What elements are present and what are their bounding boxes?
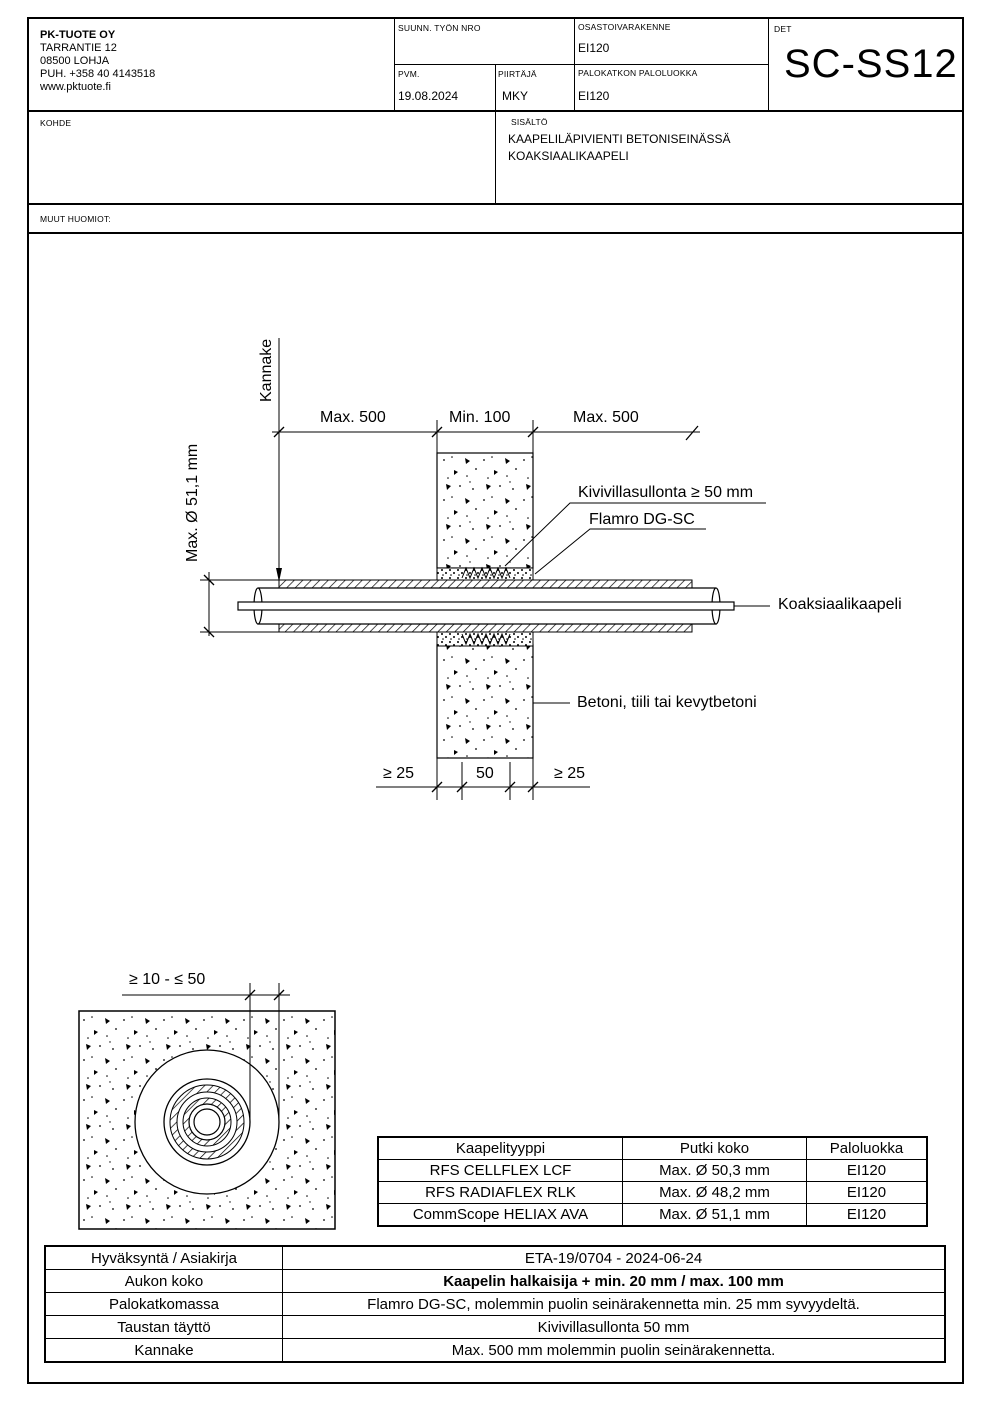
- company-city: 08500 LOHJA: [40, 55, 110, 67]
- info-table: Hyväksyntä / Asiakirja ETA-19/0704 - 202…: [44, 1245, 946, 1363]
- sleeve-bottom: [278, 623, 693, 633]
- table-row: Palokatkomassa Flamro DG-SC, molemmin pu…: [44, 1292, 946, 1316]
- sisalto-line1: KAAPELILÄPIVIENTI BETONISEINÄSSÄ: [508, 132, 731, 146]
- suunn-label: SUUNN. TYÖN NRO: [398, 23, 481, 33]
- table-row: CommScope HELIAX AVA Max. Ø 51,1 mm EI12…: [377, 1203, 928, 1227]
- company-address: TARRANTIE 12: [40, 42, 117, 54]
- table-cell: Kivivillasullonta 50 mm: [282, 1315, 946, 1339]
- flamro-label: Flamro DG-SC: [589, 511, 695, 528]
- table-row: Taustan täyttö Kivivillasullonta 50 mm: [44, 1315, 946, 1339]
- dim-ge25-right: ≥ 25: [554, 765, 586, 782]
- dim-max500-right: Max. 500: [573, 409, 639, 426]
- kohde-label: KOHDE: [40, 118, 72, 128]
- sisalto-label: SISÄLTÖ: [511, 117, 548, 127]
- table-cell: Kaapelin halkaisija + min. 20 mm / max. …: [282, 1269, 946, 1293]
- table-cell: RFS CELLFLEX LCF: [377, 1159, 623, 1182]
- cable-table: Kaapelityyppi Putki koko Paloluokka RFS …: [377, 1136, 928, 1227]
- table-header-row: Kaapelityyppi Putki koko Paloluokka: [377, 1136, 928, 1160]
- table-header: Paloluokka: [806, 1136, 928, 1160]
- title-divider: [495, 111, 496, 204]
- sealant-lower: [461, 632, 511, 646]
- table-row: RFS RADIAFLEX RLK Max. Ø 48,2 mm EI120: [377, 1181, 928, 1204]
- drawing-frame: [27, 17, 964, 1384]
- pvm-value: 19.08.2024: [398, 89, 459, 103]
- osasto-label: OSASTOIVARAKENNE: [578, 22, 671, 32]
- dim-max500-left: Max. 500: [320, 409, 386, 426]
- table-cell: Hyväksyntä / Asiakirja: [44, 1245, 283, 1270]
- company-info: PK-TUOTE OY TARRANTIE 12 08500 LOHJA PUH…: [40, 29, 155, 94]
- table-cell: RFS RADIAFLEX RLK: [377, 1181, 623, 1204]
- table-header: Kaapelityyppi: [377, 1136, 623, 1160]
- title-divider: [394, 64, 768, 65]
- pvm-label: PVM.: [398, 69, 420, 79]
- table-cell: Taustan täyttö: [44, 1315, 283, 1339]
- dim-ge25-left: ≥ 25: [383, 765, 415, 782]
- mineral-wool-lower: [436, 631, 534, 647]
- sealant-upper: [461, 566, 511, 580]
- table-cell: Aukon koko: [44, 1269, 283, 1293]
- wall-lower: [436, 644, 534, 759]
- table-cell: Max. 500 mm molemmin puolin seinärakenne…: [282, 1338, 946, 1363]
- title-divider: [768, 17, 769, 111]
- table-cell: EI120: [806, 1203, 928, 1227]
- piirtaja-label: PIIRTÄJÄ: [498, 69, 537, 79]
- muut-label: MUUT HUOMIOT:: [40, 214, 111, 224]
- palo-value: EI120: [578, 89, 610, 103]
- company-phone: PUH. +358 40 4143518: [40, 68, 156, 80]
- table-cell: CommScope HELIAX AVA: [377, 1203, 623, 1227]
- title-divider: [27, 232, 964, 234]
- dim-min100: Min. 100: [449, 409, 511, 426]
- kannake-label: Kannake: [258, 338, 275, 402]
- table-cell: Max. Ø 50,3 mm: [622, 1159, 807, 1182]
- dim-max-diameter: Max. Ø 51,1 mm: [184, 443, 201, 562]
- table-row: Hyväksyntä / Asiakirja ETA-19/0704 - 202…: [44, 1245, 946, 1270]
- osasto-value: EI120: [578, 41, 610, 55]
- table-header: Putki koko: [622, 1136, 807, 1160]
- wall-upper: [436, 452, 534, 569]
- table-row: Aukon koko Kaapelin halkaisija + min. 20…: [44, 1269, 946, 1293]
- table-cell: ETA-19/0704 - 2024-06-24: [282, 1245, 946, 1270]
- table-row: RFS CELLFLEX LCF Max. Ø 50,3 mm EI120: [377, 1159, 928, 1182]
- table-row: Kannake Max. 500 mm molemmin puolin sein…: [44, 1338, 946, 1363]
- kivivilla-label: Kivivillasullonta ≥ 50 mm: [578, 484, 754, 501]
- table-cell: EI120: [806, 1159, 928, 1182]
- company-name: PK-TUOTE OY: [40, 29, 116, 41]
- table-cell: Max. Ø 51,1 mm: [622, 1203, 807, 1227]
- title-divider: [27, 203, 964, 205]
- title-divider: [495, 64, 496, 111]
- section-dim: ≥ 10 - ≤ 50: [129, 971, 206, 988]
- det-label: DET: [774, 24, 792, 34]
- company-web: www.pktuote.fi: [40, 81, 111, 93]
- table-cell: Palokatkomassa: [44, 1292, 283, 1316]
- sleeve-top: [278, 579, 693, 589]
- palo-label: PALOKATKON PALOLUOKKA: [578, 68, 698, 78]
- koaksiaali-label: Koaksiaalikaapeli: [778, 596, 902, 613]
- sisalto-line2: KOAKSIAALIKAAPELI: [508, 149, 629, 163]
- betoni-label: Betoni, tiili tai kevytbetoni: [577, 694, 757, 711]
- table-cell: EI120: [806, 1181, 928, 1204]
- coax-cable: [237, 601, 735, 611]
- det-value: SC-SS12: [784, 42, 958, 86]
- table-cell: Flamro DG-SC, molemmin puolin seinäraken…: [282, 1292, 946, 1316]
- table-cell: Max. Ø 48,2 mm: [622, 1181, 807, 1204]
- table-cell: Kannake: [44, 1338, 283, 1363]
- piirtaja-value: MKY: [502, 89, 529, 103]
- dim-50: 50: [476, 765, 494, 782]
